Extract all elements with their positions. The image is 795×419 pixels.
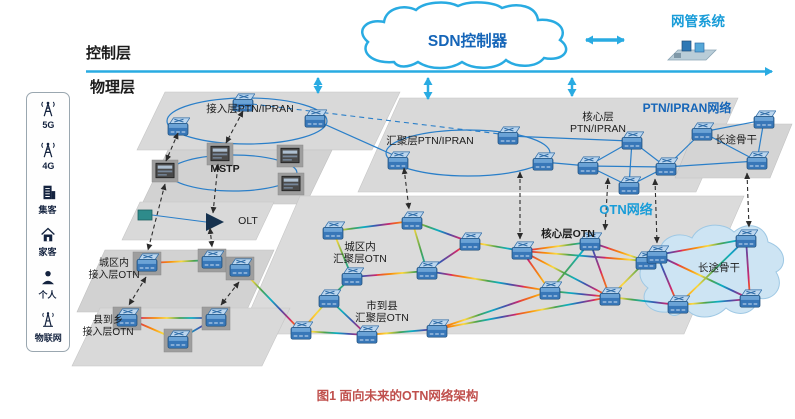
sidebar-item-individual: 个人 (27, 269, 69, 301)
sidebar-item-iot: 物联网 (27, 311, 69, 344)
sidebar-item-label: 集客 (38, 204, 58, 216)
sidebar-item-home-customer: 家客 (27, 226, 69, 258)
antenna-icon (41, 142, 55, 158)
sidebar-item-group-customer: 集客 (27, 183, 69, 216)
sidebar-item-label: 物联网 (34, 333, 62, 344)
mstp-device-icon (155, 162, 175, 179)
sidebar-item-label: 家客 (38, 247, 58, 258)
plane-ptn-core (357, 97, 739, 193)
inter-layer-dashed-arrows (128, 110, 752, 306)
line-to-plane-double-arrows (313, 77, 577, 100)
sdn-cloud (361, 1, 568, 70)
mstp-device-icon (280, 147, 300, 164)
person-icon (42, 270, 54, 284)
sidebar-item-4g: 4G (27, 141, 69, 172)
home-icon (41, 227, 55, 242)
sidebar-item-label: 个人 (38, 289, 58, 301)
sidebar-item-label: 5G (41, 120, 55, 131)
nms-icon (667, 40, 717, 61)
mstp-device-icon (210, 145, 230, 162)
iot-tower-icon (42, 312, 54, 327)
control-plane-group (86, 1, 773, 100)
router-icon (753, 110, 776, 129)
figure-caption: 图1 面向未来的OTN网络架构 (316, 389, 479, 403)
sidebar-item-5g: 5G (27, 100, 69, 131)
olt-icon (206, 213, 224, 231)
sidebar-item-label: 4G (41, 161, 55, 173)
customer-types-sidebar: 5G 4G 集客 家客 个人 (26, 92, 70, 352)
cpe-device-icon (137, 209, 153, 221)
building-icon (43, 185, 56, 199)
mstp-device-icon (281, 175, 301, 192)
antenna-icon (41, 101, 55, 117)
